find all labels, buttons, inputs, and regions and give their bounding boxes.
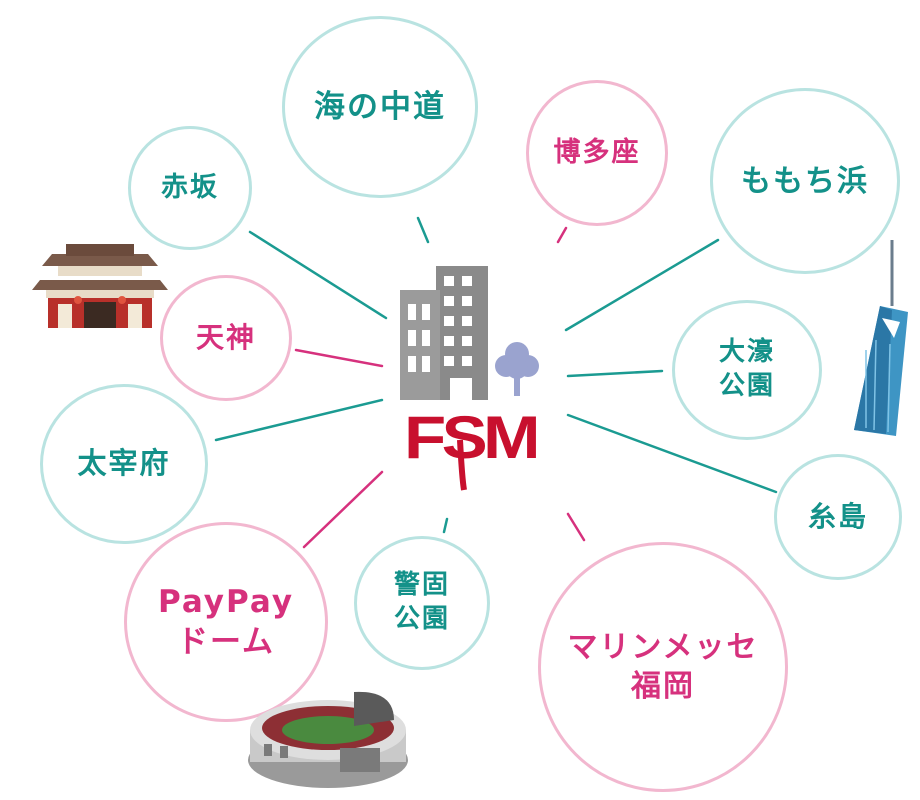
connector-line-akasaka bbox=[248, 230, 388, 320]
location-label: 博多座 bbox=[553, 137, 641, 169]
location-label-line-2: 公園 bbox=[718, 371, 775, 401]
connector-line-marine bbox=[566, 512, 586, 542]
location-tenjin[interactable]: 天神 bbox=[160, 275, 292, 401]
location-akasaka[interactable]: 赤坂 bbox=[128, 126, 252, 250]
location-dazaifu[interactable]: 太宰府 bbox=[40, 384, 208, 544]
location-label-line-1: マリンメッセ bbox=[567, 630, 759, 665]
building-icon bbox=[400, 266, 488, 400]
tree-icon bbox=[495, 342, 539, 396]
location-label-line-2: 福岡 bbox=[631, 669, 695, 704]
shrine-gate-illustration bbox=[32, 244, 168, 328]
connector-line-paypay bbox=[302, 470, 384, 549]
connector-line-ohori bbox=[566, 369, 664, 378]
connector-line-tenjin bbox=[294, 348, 384, 368]
location-keigo-koen[interactable]: 警固 公園 bbox=[354, 536, 490, 670]
connector-line-umino bbox=[416, 216, 430, 244]
stadium-illustration bbox=[248, 691, 408, 788]
location-paypay-dome[interactable]: PayPay ドーム bbox=[124, 522, 328, 722]
location-label: 海の中道 bbox=[314, 88, 446, 125]
location-label-line-1: 大濠 bbox=[718, 337, 775, 368]
location-ohori-koen[interactable]: 大濠 公園 bbox=[672, 300, 822, 440]
location-label-line-2: 公園 bbox=[393, 604, 450, 634]
fsm-logo: FSM bbox=[404, 404, 540, 491]
location-label: ももち浜 bbox=[741, 163, 869, 199]
fsm-logo-text: FSM bbox=[404, 404, 536, 471]
location-label-line-2: ドーム bbox=[176, 624, 276, 660]
connector-line-keigo bbox=[442, 517, 449, 534]
location-label: 天神 bbox=[195, 320, 256, 354]
location-momochihama[interactable]: ももち浜 bbox=[710, 88, 900, 274]
location-marine-messe[interactable]: マリンメッセ 福岡 bbox=[538, 542, 788, 792]
connector-line-hakataza bbox=[556, 226, 568, 244]
connector-line-momochihama bbox=[564, 238, 720, 332]
connector-line-itoshima bbox=[566, 413, 778, 494]
location-label-line-1: 警固 bbox=[393, 570, 450, 601]
location-hakataza[interactable]: 博多座 bbox=[526, 80, 668, 226]
connector-line-dazaifu bbox=[214, 398, 384, 442]
location-label: 太宰府 bbox=[77, 446, 171, 481]
location-umino-nakamichi[interactable]: 海の中道 bbox=[282, 16, 478, 198]
location-label: 赤坂 bbox=[161, 172, 219, 204]
location-label: 糸島 bbox=[807, 499, 868, 533]
fukuoka-tower-illustration bbox=[854, 240, 908, 436]
location-label-line-1: PayPay bbox=[157, 583, 295, 620]
location-itoshima[interactable]: 糸島 bbox=[774, 454, 902, 580]
